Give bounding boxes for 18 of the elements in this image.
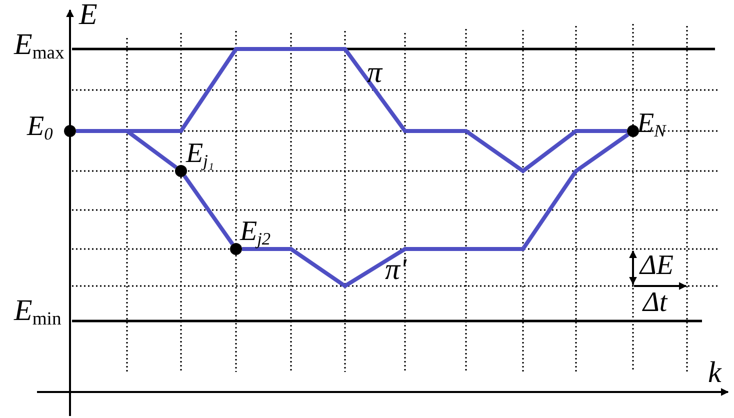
bound-label: E$_{max}$ — [14, 30, 64, 60]
axis-label: k — [708, 358, 722, 388]
step-label: ΔE — [640, 252, 674, 280]
point-marker — [64, 125, 76, 137]
path-line — [76, 129, 178, 170]
step-label: Δt — [643, 289, 668, 317]
axis-label: E — [79, 0, 98, 30]
path-line — [182, 174, 234, 246]
edge-label: π — [367, 58, 382, 88]
path-line — [242, 132, 630, 288]
point-marker — [230, 243, 242, 255]
point-label: E$_{0}$ — [27, 113, 53, 141]
bound-label: E$_{min}$ — [14, 296, 62, 326]
point-label: E$_{j2}$ — [240, 218, 271, 246]
edge-label: π' — [385, 255, 406, 285]
point-label: E$_{j₁}$ — [186, 140, 214, 168]
point-marker — [175, 165, 187, 177]
point-marker — [627, 125, 639, 137]
